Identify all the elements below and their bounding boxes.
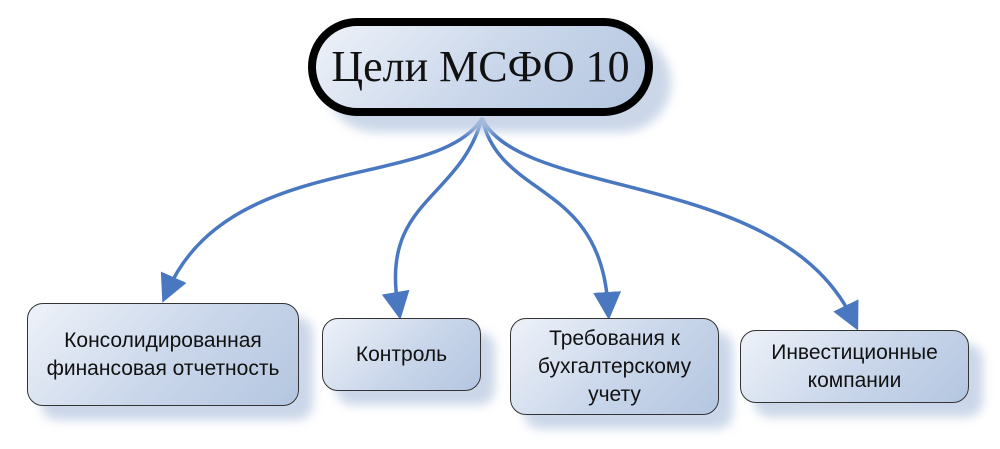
node-label: Требования к бухгалтерскому учету (537, 326, 692, 406)
node-label: Консолидированная финансовая отчетность (46, 328, 280, 380)
arrow-to-investment (480, 117, 859, 331)
node-label: Инвестиционные компании (771, 340, 938, 392)
arrow-to-requirements (480, 117, 622, 320)
root-node: Цели МСФО 10 (308, 18, 653, 116)
arrow-to-consolidated (160, 117, 484, 303)
node-investment: Инвестиционные компании (740, 330, 969, 403)
node-label: Контроль (355, 342, 448, 366)
node-control: Контроль (322, 318, 481, 391)
node-consolidated: Консолидированная финансовая отчетность (27, 303, 299, 406)
root-label: Цели МСФО 10 (331, 42, 630, 91)
node-requirements: Требования к бухгалтерскому учету (510, 318, 719, 415)
arrow-to-control (381, 117, 484, 320)
